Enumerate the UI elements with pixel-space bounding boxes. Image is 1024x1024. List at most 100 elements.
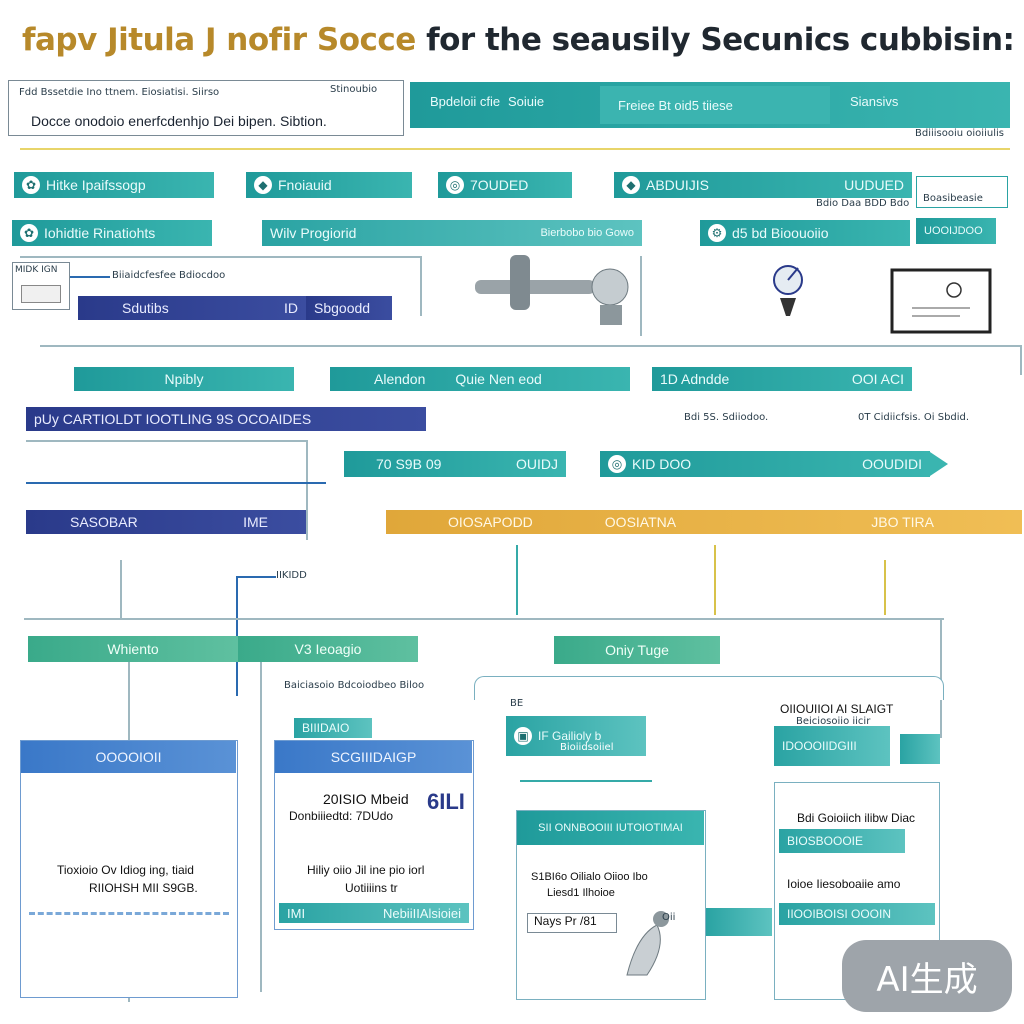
- gauge-illustration: [773, 265, 803, 316]
- valve-stem: [510, 255, 530, 310]
- row4-node-a: Npibly: [74, 367, 294, 391]
- panel-2-body-3: Hiliy oiio Jil ine pio iorl: [307, 863, 425, 877]
- connector-line: [26, 440, 306, 442]
- row4-node-d-label: 1D Adndde: [660, 371, 730, 387]
- connector-line: [640, 256, 642, 336]
- panel-2-header: SCGIIIDAIGP: [275, 741, 472, 773]
- panel-3: SII ONNBOOIII IUTOIOTIMAI S1BI6o Oilialo…: [516, 810, 706, 1000]
- diamond-icon: ◆: [622, 176, 640, 194]
- header-band-mid: Freiee Bt oid5 tiiese: [600, 86, 830, 124]
- panel-4-head-2: Beiciosoiio iicir: [796, 716, 871, 727]
- row2-node-b-label: Wilv Progiorid: [270, 225, 357, 241]
- panel-2-tag: BIIIDAIO: [294, 718, 372, 738]
- connector-arrow: [70, 276, 110, 278]
- shield-icon: ◆: [254, 176, 272, 194]
- row7-node-b-label: IME: [243, 514, 268, 530]
- target-icon: ◎: [446, 176, 464, 194]
- row8-node-c-label: Oniy Tuge: [605, 642, 669, 658]
- row2-node-d: ⚙d5 bd Bioouoiio: [700, 220, 910, 246]
- panel-4-box-1-label: IDOOOIIDGIII: [782, 739, 857, 753]
- row1-side-box: Boasibeasie: [916, 176, 1008, 208]
- row6-node-c-label: KID DOO: [632, 456, 692, 472]
- valve-pipe: [475, 280, 595, 294]
- row7-node-a-label: SASOBAR: [70, 514, 138, 530]
- monitor-illustration: [890, 268, 992, 334]
- tag-left-box: MIDK IGN: [12, 262, 70, 310]
- header-note-line-2: Docce onodoio enerfcdenhjo Dei bipen. Si…: [31, 113, 327, 129]
- title-part-1: fapv Jitula J nofir Socce: [22, 22, 416, 58]
- row4-node-d: 1D Adndde OOI ACI: [652, 367, 912, 391]
- panel-3-line-2: Liesd1 Ilhoioe: [547, 887, 615, 899]
- row6-node-a: 70 S9B 09 OUIDJ: [344, 451, 566, 477]
- title-part-3: seausily Secunics cubbisin:: [551, 22, 1015, 58]
- row5-banner: pUy CARTIOLDT IOOTLING 9S OCOAIDES: [26, 407, 426, 431]
- panel-4-box-1: IDOOOIIDGIII: [774, 726, 890, 766]
- row5-banner-label: pUy CARTIOLDT IOOTLING 9S OCOAIDES: [34, 411, 312, 427]
- row1-node-e-label: UUDUED: [844, 177, 904, 193]
- panel-1: OOOOIOII Tioxioio Ov Idiog ing, tiaid RI…: [20, 740, 238, 998]
- row7-node-d-label: OOSIATNA: [604, 514, 677, 530]
- leaf-icon: ✿: [22, 176, 40, 194]
- valve-knob: [653, 911, 669, 927]
- panel-3-line-1: S1BI6o Oilialo Oiioo Ibo: [531, 871, 648, 883]
- row4-node-a-label: Npibly: [164, 371, 204, 387]
- panel-2-body-1: 20ISIO Mbeid: [323, 791, 409, 807]
- panel-2: SCGIIIDAIGP 20ISIO Mbeid Donbiiiedtd: 7D…: [274, 740, 474, 930]
- row8-node-b-label: V3 Ieoagio: [294, 641, 362, 657]
- panel-4-box-2-label: BIOSBOOOIE: [787, 834, 864, 848]
- row5-note-right: 0T Cidiicfsis. Oi Sbdid.: [858, 412, 970, 423]
- connector-line-yellow: [884, 560, 886, 615]
- row2-node-e: UOOIJDOO: [916, 218, 996, 244]
- row1-node-c: ◎7OUDED: [438, 172, 572, 198]
- title-part-2: for the: [426, 22, 542, 58]
- monitor-icon: ▣: [514, 727, 532, 745]
- panel-2-footer-a: IMI: [287, 905, 306, 921]
- arrow-head: [930, 452, 948, 476]
- panel-3-box-1: ▣ IF Gailioly b: [506, 716, 646, 756]
- diagram-title: fapv Jitula J nofir Socce for the seausi…: [22, 22, 1015, 58]
- gear-icon: ⚙: [708, 224, 726, 242]
- row4-node-b-label: Alendon: [374, 371, 426, 387]
- panel-4-line-1: Bdi Goioiich ilibw Diac: [797, 811, 916, 825]
- connector-line-yellow: [714, 545, 716, 615]
- ai-watermark-label: AI生成: [876, 959, 978, 1000]
- row6-node-a-label: 70 S9B 09: [376, 456, 442, 472]
- row1-node-e-sub: Bdio Daa BDD Bdo: [816, 198, 910, 209]
- panel-3-header: SII ONNBOOIII IUTOIOTIMAI: [517, 811, 704, 845]
- row7-node-c-label: OIOSAPODD: [448, 514, 533, 530]
- panel-2-tag-label: BIIIDAIO: [302, 721, 350, 735]
- row6-node-b-label: OUIDJ: [516, 456, 558, 472]
- row4-node-b: Alendon Quie Nen eod: [330, 367, 630, 391]
- bottom-tag: IIKIDD: [276, 570, 307, 581]
- panel-1-body-1: Tioxioio Ov Idiog ing, tiaid: [57, 863, 194, 877]
- header-band-right: Siansivs: [850, 94, 899, 109]
- panel-3-frame: [474, 676, 944, 700]
- row1-node-b: ◆Fnoiauid: [246, 172, 412, 198]
- header-band-left-a: Bpdeloii cfie: [430, 94, 501, 109]
- row4-node-c-label: Quie Nen eod: [455, 371, 542, 387]
- connector-line: [40, 345, 1020, 347]
- panel-3-box-1-sub: Bioiidsoiiel: [560, 742, 614, 753]
- connector-line: [306, 440, 308, 540]
- panel-3-side: Oii: [662, 912, 676, 923]
- valve-body: [626, 924, 661, 976]
- row2-node-a: ✿Iohidtie Rinatiohts: [12, 220, 212, 246]
- row3-note: Biiaidcfesfee Bdiocdoo: [112, 270, 226, 281]
- panel-4-side-block: [900, 734, 940, 764]
- header-band-note: Bdiiisooiu oioiiulis: [915, 128, 1004, 139]
- valve-icon: [626, 911, 669, 976]
- tag-left-label: MIDK IGN: [15, 265, 58, 275]
- panel-3-tag: BE: [510, 698, 524, 709]
- row8-note: Baiciasoio Bdcoiodbeo Biloo: [284, 680, 425, 691]
- header-band: Bpdeloii cfie Soiuie Freiee Bt oid5 tiie…: [410, 82, 1010, 128]
- panel-3-box-1-label: IF Gailioly b: [538, 729, 602, 743]
- panel-2-badge: 6ILI: [427, 789, 465, 814]
- row3-node-c-label: Sbgoodd: [314, 300, 371, 316]
- row4-node-e-label: OOI ACI: [851, 371, 904, 387]
- row8-node-a-label: Whiento: [107, 641, 159, 657]
- row2-node-e-label: UOOIJDOO: [924, 224, 983, 237]
- row8-node-c: Oniy Tuge: [554, 636, 720, 664]
